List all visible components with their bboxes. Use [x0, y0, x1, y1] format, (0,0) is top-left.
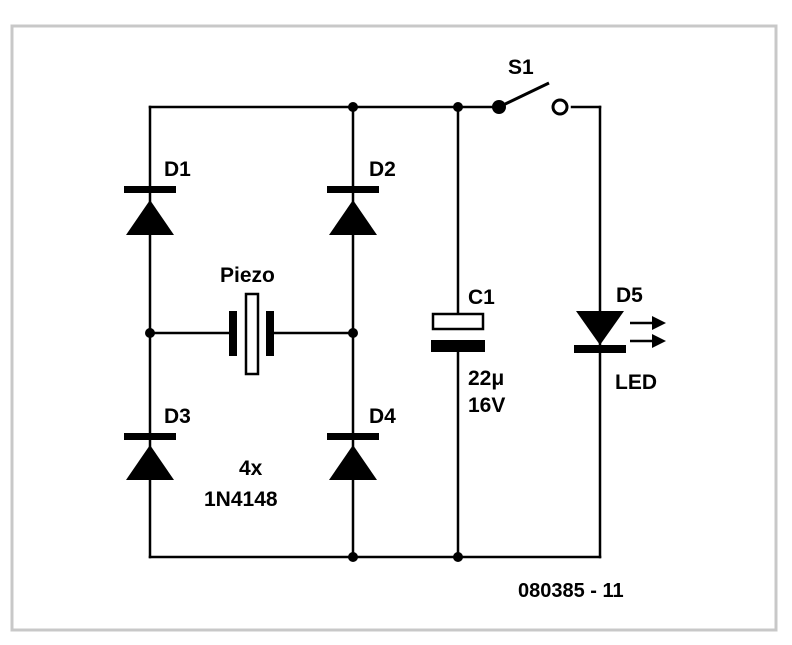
label-c1: C1 [468, 286, 495, 309]
diode-d3 [124, 433, 176, 480]
label-s1: S1 [508, 56, 534, 79]
label-d4: D4 [369, 405, 396, 428]
label-d3: D3 [164, 405, 191, 428]
label-diode-type: 1N4148 [204, 488, 278, 511]
capacitor-c1 [431, 312, 485, 352]
label-d1: D1 [164, 158, 191, 181]
switch-s1 [492, 81, 569, 116]
diode-d2 [327, 186, 379, 235]
figure-code: 080385 - 11 [518, 580, 624, 602]
light-emission-arrows-icon [630, 316, 666, 348]
label-piezo: Piezo [220, 264, 275, 287]
label-diode-count: 4x [239, 457, 263, 480]
junction-dots [145, 102, 463, 562]
led-d5 [574, 311, 626, 353]
figure-frame [10, 24, 778, 632]
label-led: LED [615, 371, 657, 394]
diode-d4 [327, 433, 379, 480]
label-d2: D2 [369, 158, 396, 181]
label-c1-value: 22μ [468, 367, 504, 390]
diode-d1 [124, 186, 176, 235]
piezo-element [229, 292, 274, 376]
label-c1-voltage: 16V [468, 394, 505, 417]
label-d5: D5 [616, 284, 643, 307]
